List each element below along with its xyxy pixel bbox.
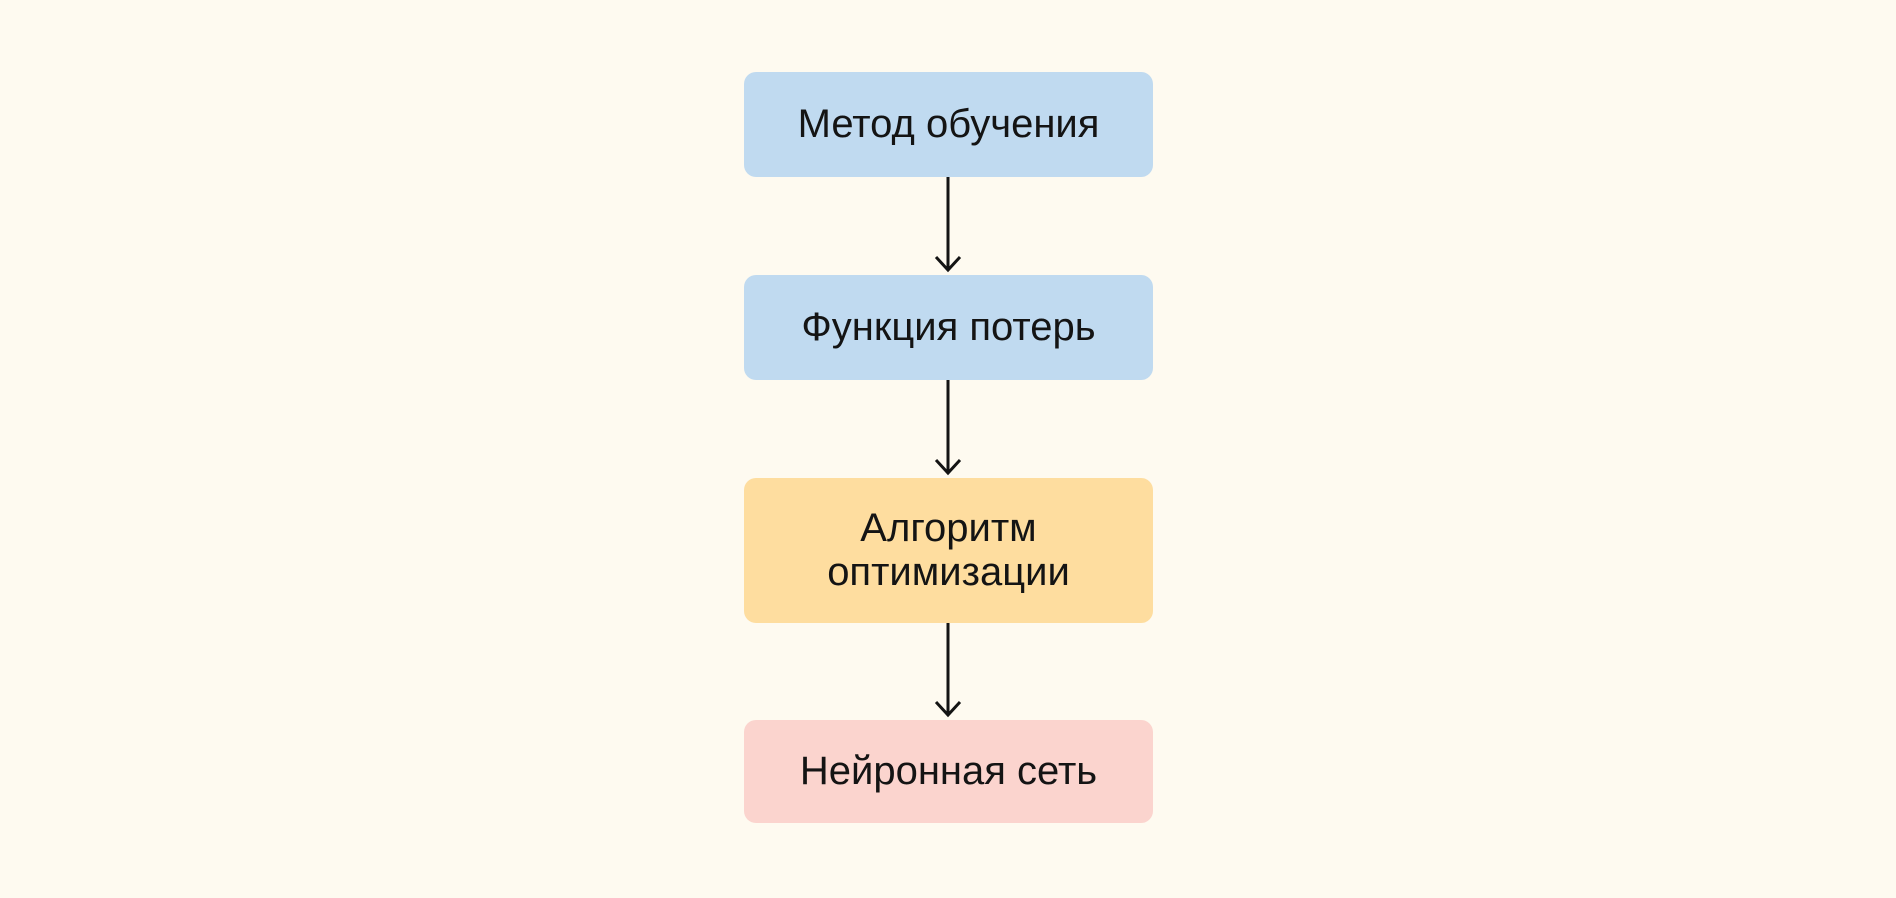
node-funktsiya-poter: Функция потерь — [744, 275, 1153, 380]
arrow-head — [934, 700, 962, 718]
arrow-head — [934, 255, 962, 273]
node-neyronnaya-set: Нейронная сеть — [744, 720, 1153, 823]
node-label: Метод обучения — [797, 101, 1100, 146]
node-label: Нейронная сеть — [799, 748, 1098, 793]
node-label: Функция потерь — [801, 304, 1096, 349]
arrow-head — [934, 458, 962, 476]
node-metod-obucheniya: Метод обучения — [744, 72, 1153, 177]
arrow-metod-to-funktsiya — [934, 177, 962, 273]
node-label: Алгоритм оптимизации — [827, 506, 1070, 594]
arrow-algoritm-to-neyronnaya — [934, 623, 962, 718]
arrow-funktsiya-to-algoritm — [934, 380, 962, 476]
node-algoritm-optimizatsii: Алгоритм оптимизации — [744, 478, 1153, 623]
